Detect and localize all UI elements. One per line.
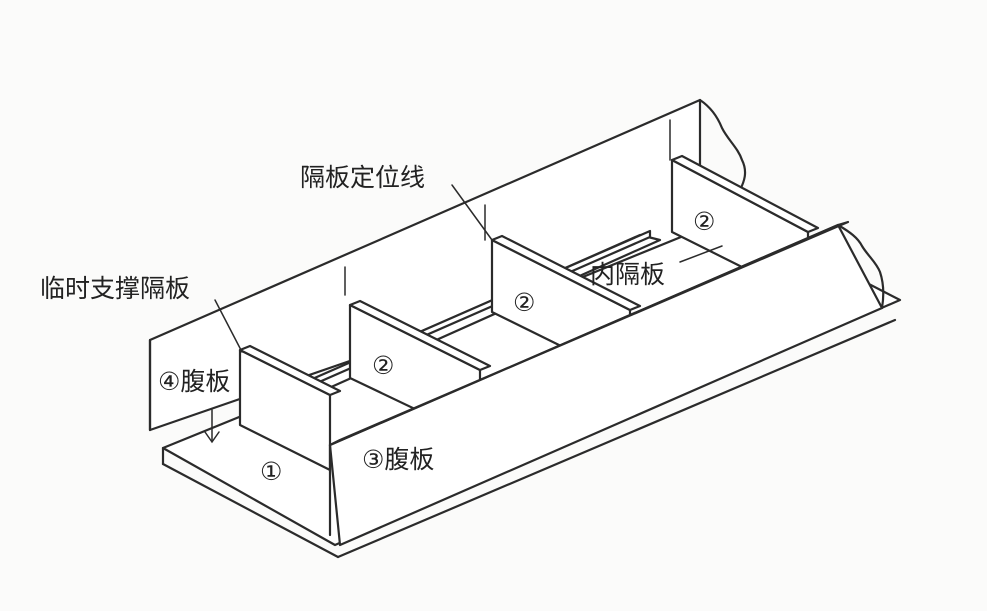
web-plate-3 [328, 220, 885, 547]
positioning-lines [344, 119, 671, 296]
web-plate-3-label: ③腹板 [362, 445, 434, 474]
down-arrow-icon [204, 409, 220, 444]
leader-lines [214, 184, 723, 353]
part-2-label-right: ② [693, 207, 715, 236]
part-2-label-middle: ② [513, 288, 535, 317]
part-1-label: ① [260, 457, 282, 486]
web-plate-4-label: ④腹板 [158, 367, 230, 396]
positioning-line-label: 隔板定位线 [300, 163, 425, 192]
temp-support-label: 临时支撑隔板 [40, 274, 190, 303]
inner-diaphragm-label: 内隔板 [590, 260, 665, 289]
part-2-label-left: ② [372, 351, 394, 380]
